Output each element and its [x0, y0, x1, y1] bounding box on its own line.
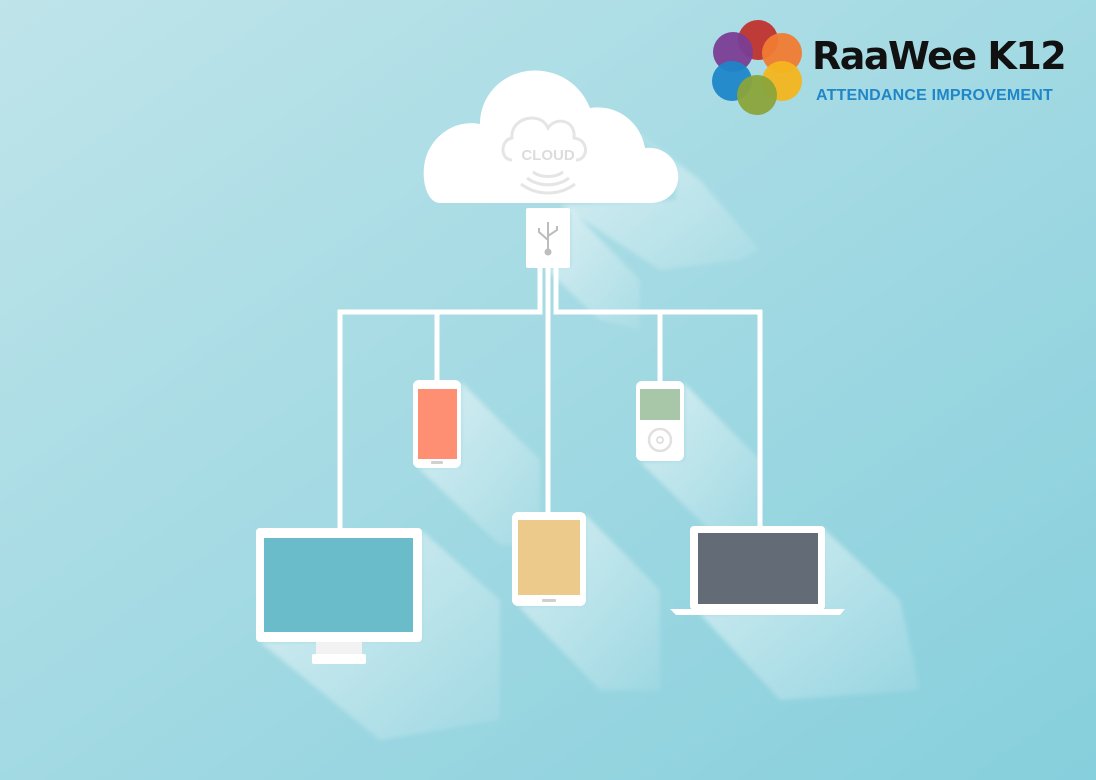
cloud-label: CLOUD	[521, 147, 574, 164]
logo-subtitle: ATTENDANCE IMPROVEMENT	[816, 87, 1053, 104]
player-screen	[640, 389, 680, 420]
monitor-shadow	[260, 530, 500, 740]
player-shadow	[640, 383, 760, 540]
logo-title: RaaWee K12	[812, 34, 1067, 78]
cloud-icon	[501, 116, 587, 195]
cloud-shadow	[560, 120, 760, 270]
tablet-shadow	[518, 514, 660, 690]
logo-mark	[712, 20, 802, 115]
monitor-screen	[264, 538, 413, 632]
cloud-shape	[423, 70, 679, 203]
laptop	[670, 526, 845, 615]
usb-hub	[526, 208, 570, 268]
desktop-monitor	[256, 528, 422, 664]
phone-shadow	[418, 382, 540, 545]
connection-lines	[337, 265, 763, 533]
usb-shadow	[545, 208, 640, 330]
tablet	[512, 512, 586, 606]
cloud-node: CLOUD	[423, 70, 679, 203]
logo-dot-orange	[762, 33, 802, 73]
usb-icon	[538, 222, 558, 256]
music-player	[636, 381, 684, 461]
monitor-stand	[316, 642, 362, 654]
laptop-screen	[698, 533, 818, 604]
phone-screen	[418, 389, 457, 459]
raawee-logo: RaaWee K12 ATTENDANCE IMPROVEMENT	[708, 14, 1088, 124]
line-to-monitor	[337, 265, 543, 533]
laptop-base	[670, 609, 845, 615]
monitor-base	[312, 654, 366, 664]
logo-dot-green	[737, 75, 777, 115]
tablet-screen	[518, 520, 580, 595]
logo-dot-purple	[713, 32, 753, 72]
smartphone	[413, 380, 461, 468]
